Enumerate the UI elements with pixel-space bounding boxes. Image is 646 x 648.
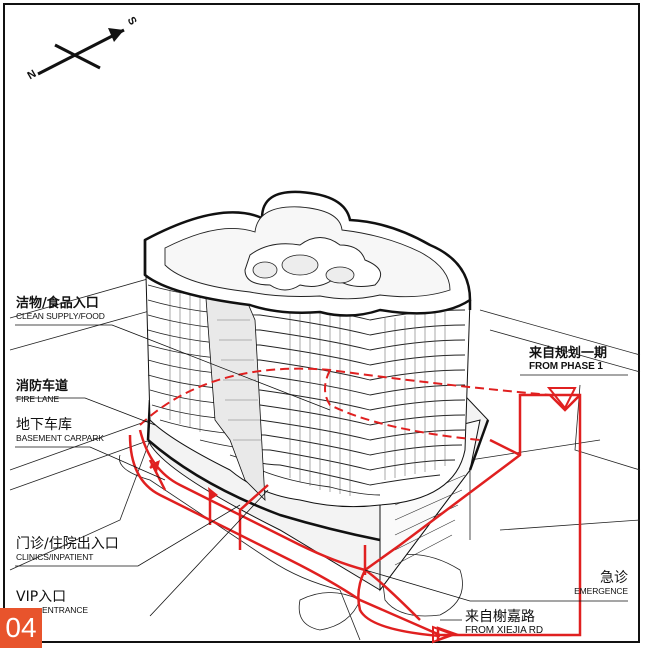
label-clinics: 门诊/住院出入口 CLINICS/INPATIENT xyxy=(16,536,119,563)
label-vip: VIP入口 ENTRANCE xyxy=(16,589,88,616)
label-basement-carpark: 地下车库 BASEMENT CARPARK xyxy=(16,417,104,444)
tower xyxy=(143,190,472,508)
facade-fins xyxy=(169,290,446,496)
page-frame xyxy=(3,3,640,643)
north-arrow-icon xyxy=(37,28,125,76)
label-xiejia: 来自榭嘉路 FROM XIEJIA RD xyxy=(465,609,544,637)
route-arrows xyxy=(150,387,577,644)
leader-lines xyxy=(15,324,628,621)
phase1-dashed-route xyxy=(139,367,551,441)
label-emergence: 急诊 EMERGENCE xyxy=(574,570,628,597)
label-phase1: 来自规划一期 FROM PHASE 1 xyxy=(529,346,608,372)
label-clean-supply: 洁物/食品入口 CLEAN SUPPLY/FOOD xyxy=(16,296,105,321)
label-fire-lane: 消防车道 FIRE LANE xyxy=(16,379,69,404)
page-number-badge: 04 xyxy=(0,608,42,648)
